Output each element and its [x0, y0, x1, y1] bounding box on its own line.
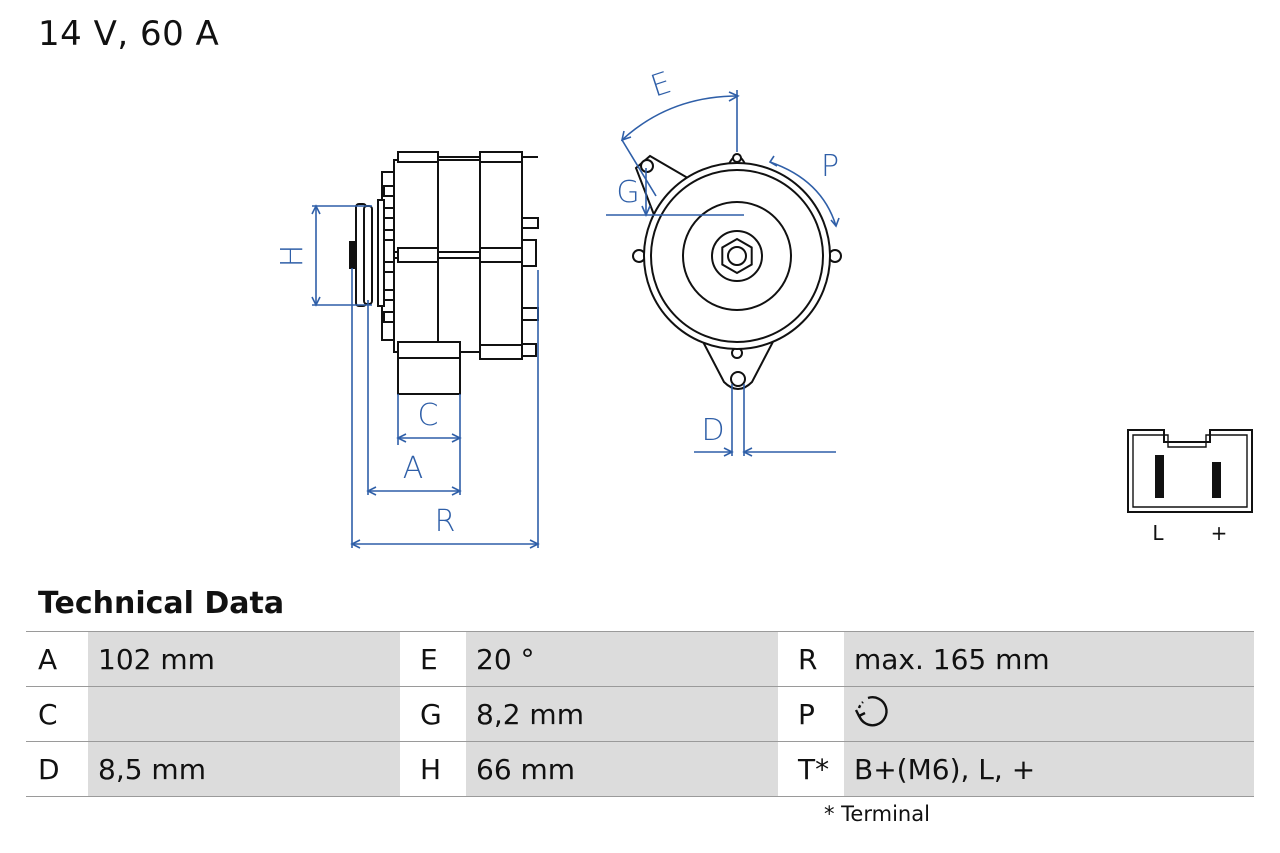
table-row: D 8,5 mm H 66 mm T* B+(M6), L, + [26, 741, 1254, 797]
footnote: * Terminal [824, 802, 930, 826]
connector-diagram [1127, 429, 1253, 513]
spec-value: 8,5 mm [88, 741, 400, 797]
front-view [632, 153, 842, 390]
spec-key: A [26, 631, 88, 687]
spec-key: H [400, 741, 466, 797]
connector-label-l: L [1152, 521, 1164, 545]
spec-key: P [778, 686, 844, 742]
page-title: 14 V, 60 A [38, 14, 220, 54]
spec-value: 20 ° [466, 631, 778, 687]
dim-label-c: C [418, 398, 439, 433]
alternator-drawing: H C A R [275, 65, 1253, 549]
dim-label-d: D [701, 413, 724, 448]
dim-label-h: H [275, 245, 310, 268]
spec-key: E [400, 631, 466, 687]
connector-pin-l [1155, 455, 1164, 498]
spec-value: 102 mm [88, 631, 400, 687]
side-view-dimensions [311, 204, 540, 549]
spec-key: T* [778, 741, 844, 797]
clockwise-rotation-icon [854, 693, 890, 736]
spec-value: B+(M6), L, + [844, 741, 1254, 797]
spec-value-rotation [844, 686, 1254, 742]
spec-value [88, 686, 400, 742]
spec-key: C [26, 686, 88, 742]
connector-pin-plus [1212, 462, 1221, 498]
spec-key: R [778, 631, 844, 687]
dim-label-g: G [616, 175, 639, 210]
dim-label-e: E [647, 65, 676, 104]
dim-label-a: A [403, 451, 424, 486]
dim-label-p: P [821, 149, 839, 184]
dim-label-r: R [435, 504, 456, 539]
spec-key: D [26, 741, 88, 797]
spec-key: G [400, 686, 466, 742]
spec-value: 66 mm [466, 741, 778, 797]
connector-label-plus: + [1211, 521, 1228, 545]
table-row: A 102 mm E 20 ° R max. 165 mm [26, 631, 1254, 687]
spec-value: max. 165 mm [844, 631, 1254, 687]
front-view-dimensions [606, 90, 840, 457]
technical-data-table: A 102 mm E 20 ° R max. 165 mm C G 8,2 mm… [26, 631, 1254, 797]
spec-value: 8,2 mm [466, 686, 778, 742]
table-row: C G 8,2 mm P [26, 686, 1254, 742]
section-title: Technical Data [38, 586, 285, 621]
side-view [349, 151, 539, 395]
